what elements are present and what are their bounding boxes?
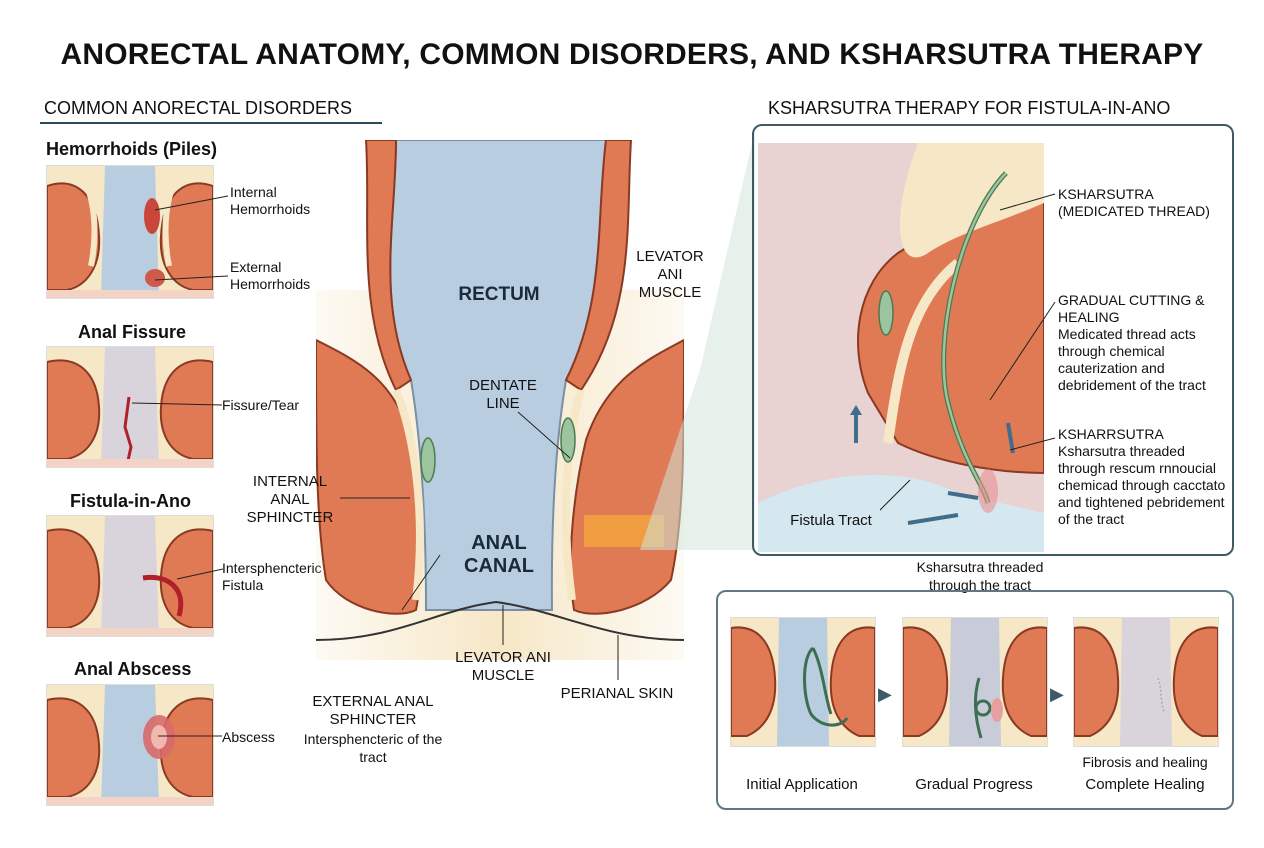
label-external-sub: Intersphencteric of the tract (303, 731, 443, 765)
label-gradual-cutting-body: Medicated thread acts through chemical c… (1058, 326, 1206, 393)
treatment-stages-panel (716, 590, 1234, 810)
panel-title-abscess: Anal Abscess (74, 659, 192, 679)
fissure-leader-line (131, 402, 223, 406)
stage-caption-healing: Complete Healing (1085, 776, 1205, 793)
anorectal-cross-section (316, 140, 684, 660)
stage-progress-illustration (902, 617, 1048, 747)
label-levator-ani-bottom: LEVATOR ANI MUSCLE (455, 649, 551, 684)
label-gradual-cutting-title: GRADUAL CUTTING & HEALING (1058, 292, 1205, 325)
label-internal-anal-sphincter: INTERNAL ANAL SPHINCTER (246, 473, 334, 526)
fistula-leader-line (176, 568, 224, 580)
label-perianal-skin: PERIANAL SKIN (560, 685, 674, 702)
label-rectum: RECTUM (458, 284, 540, 305)
label-internal-hemorrhoids: Internal Hemorrhoids (230, 184, 311, 217)
page-title: ANORECTAL ANATOMY, COMMON DISORDERS, AND… (60, 38, 1204, 71)
stage-caption-progress: Gradual Progress (915, 776, 1033, 793)
hemorrhoids-illustration (46, 165, 214, 299)
panel-title-fistula: Fistula-in-Ano (70, 491, 191, 511)
label-fissure-tear: Fissure/Tear (222, 397, 300, 413)
label-anal-canal: ANAL CANAL (464, 532, 534, 577)
stage-healing-illustration (1073, 617, 1219, 747)
label-abscess: Abscess (222, 729, 275, 745)
arrow-icon-1: ▶ (878, 684, 892, 704)
fistula-illustration (46, 515, 214, 637)
label-ksharsutra-threaded: Ksharsutra threaded through the tract (916, 559, 1044, 593)
ksharsutra-leader-lines (880, 193, 1056, 511)
left-section-heading: COMMON ANORECTAL DISORDERS (44, 98, 353, 118)
label-external-hemorrhoids: External Hemorrhoids (230, 259, 311, 292)
label-levator-ani-top: LEVATOR ANI MUSCLE (636, 248, 704, 301)
stage-healing-note: Fibrosis and healing (1082, 754, 1208, 770)
label-ksharrsutra-body: Ksharsutra threaded through rescum rnnou… (1058, 443, 1226, 527)
abscess-leader-line (158, 735, 222, 737)
label-ksharsutra-thread: KSHARSUTRA (MEDICATED THREAD) (1058, 186, 1210, 219)
ksharsutra-detail-panel (752, 124, 1234, 556)
panel-title-fissure: Anal Fissure (78, 322, 187, 342)
label-external-anal-sphincter: EXTERNAL ANAL SPHINCTER (312, 693, 434, 728)
stage-caption-initial: Initial Application (746, 776, 858, 793)
abscess-illustration (46, 684, 214, 806)
stage-initial-illustration (730, 617, 876, 747)
label-fistula-tract: Fistula Tract (790, 512, 872, 529)
label-dentate-line: DENTATE LINE (469, 377, 537, 412)
label-intersphincteric-fistula: Intersphencteric Fistula (222, 560, 322, 593)
fissure-illustration (46, 346, 214, 468)
right-section-heading: KSHARSUTRA THERAPY FOR FISTULA-IN-ANO (768, 98, 1171, 118)
zoom-connector (640, 130, 755, 550)
label-ksharrsutra-title: KSHARRSUTRA (1058, 426, 1164, 442)
panel-title-hemorrhoids: Hemorrhoids (Piles) (46, 139, 218, 159)
center-leader-lines (340, 411, 619, 680)
hemorrhoids-leader-lines (154, 195, 229, 281)
ksharsutra-zoom-illustration (758, 143, 1044, 552)
arrow-icon-2: ▶ (1050, 684, 1064, 704)
left-heading-underline (40, 122, 382, 124)
